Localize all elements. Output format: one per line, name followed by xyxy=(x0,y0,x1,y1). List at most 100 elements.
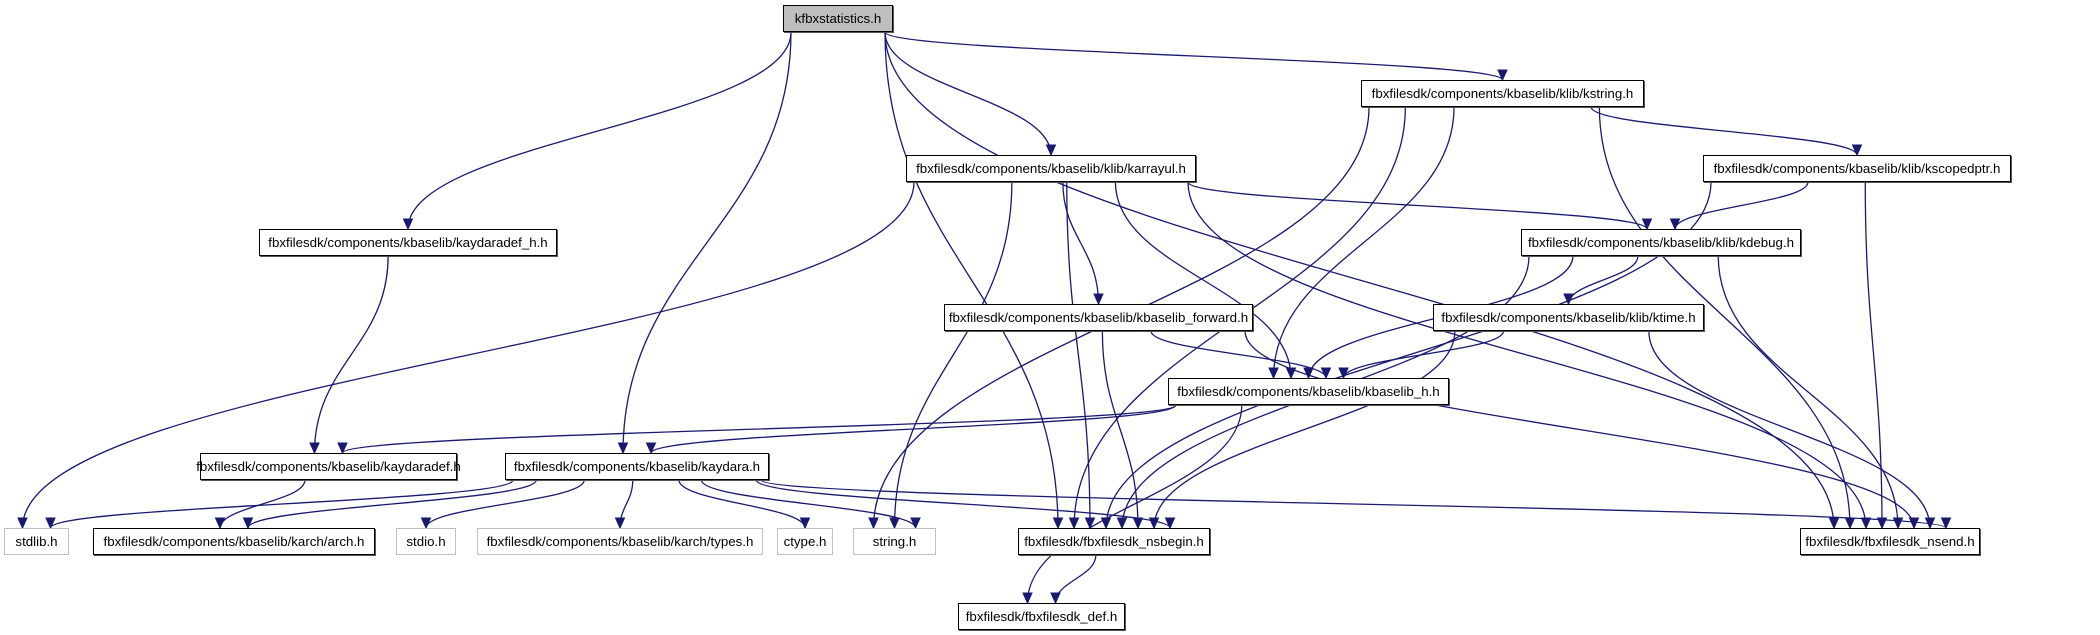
node-label: fbxfilesdk/components/kbaselib/karch/arc… xyxy=(103,534,365,549)
arrowhead-icon xyxy=(242,517,254,530)
arrowhead-icon xyxy=(17,517,28,530)
edge-karrayul-to-kdebug xyxy=(1187,181,1648,230)
edge-kaydara-to-nsbegin xyxy=(755,479,1171,529)
arrowhead-icon xyxy=(1940,517,1952,530)
arrowhead-icon xyxy=(614,517,626,530)
arrowhead-icon xyxy=(1285,367,1297,380)
node-kstring[interactable]: fbxfilesdk/components/kbaselib/klib/kstr… xyxy=(1361,80,1644,107)
arrowhead-icon xyxy=(1497,69,1508,82)
node-kdebug[interactable]: fbxfilesdk/components/kbaselib/klib/kdeb… xyxy=(1521,229,1801,256)
arrowhead-icon xyxy=(309,442,320,455)
edge-kbaselib_h-to-def xyxy=(1026,404,1243,604)
edge-ktime-to-nsbegin xyxy=(1153,330,1456,529)
arrowhead-icon xyxy=(1892,517,1904,530)
arrowhead-icon xyxy=(1022,592,1033,605)
edge-kstring-to-nsend xyxy=(1598,106,1851,529)
arrowhead-icon xyxy=(1320,367,1332,380)
arrowhead-icon xyxy=(1669,218,1681,231)
node-nsbegin[interactable]: fbxfilesdk/fbxfilesdk_nsbegin.h xyxy=(1018,528,1210,555)
edge-kscopedptr-to-kdebug xyxy=(1674,181,1809,230)
node-label: fbxfilesdk/components/kbaselib/klib/kstr… xyxy=(1371,86,1634,101)
edge-karrayul-to-kbaselib_forward xyxy=(1062,181,1100,305)
arrowhead-icon xyxy=(1908,517,1920,530)
arrowhead-icon xyxy=(910,517,921,530)
node-ktime[interactable]: fbxfilesdk/components/kbaselib/klib/ktim… xyxy=(1433,304,1704,331)
edge-kaydara-to-nsend xyxy=(760,479,1947,529)
node-label: fbxfilesdk/fbxfilesdk_def.h xyxy=(965,609,1118,624)
node-label: fbxfilesdk/components/kbaselib/kbaselib_… xyxy=(1177,384,1440,399)
node-kaydara[interactable]: fbxfilesdk/components/kbaselib/kaydara.h xyxy=(505,453,769,480)
arrowhead-icon xyxy=(868,517,879,530)
node-kaydaradef-h[interactable]: fbxfilesdk/components/kbaselib/kaydarade… xyxy=(259,229,557,256)
node-label: ctype.h xyxy=(783,534,827,549)
arrowhead-icon xyxy=(1068,517,1080,530)
node-karrayul[interactable]: fbxfilesdk/components/kbaselib/klib/karr… xyxy=(906,155,1196,182)
edge-kbaselib_forward-to-kbaselib_h xyxy=(1150,330,1327,379)
node-kbaselib-h[interactable]: fbxfilesdk/components/kbaselib/kbaselib_… xyxy=(1168,378,1449,405)
node-label: fbxfilesdk/components/kbaselib/kaydara.h xyxy=(513,459,761,474)
edge-kstring-to-kscopedptr xyxy=(1590,106,1858,156)
edge-kaydara-to-stdio xyxy=(425,479,585,529)
node-kscopedptr[interactable]: fbxfilesdk/components/kbaselib/klib/ksco… xyxy=(1703,155,2011,182)
node-arch[interactable]: fbxfilesdk/components/kbaselib/karch/arc… xyxy=(93,528,375,555)
edge-karrayul-to-kbaselib_h xyxy=(1114,181,1292,379)
node-nsend[interactable]: fbxfilesdk/fbxfilesdk_nsend.h xyxy=(1800,528,1980,555)
node-label: kfbxstatistics.h xyxy=(794,11,882,26)
edge-kstring-to-kbaselib_h xyxy=(1272,106,1455,379)
arrowhead-icon xyxy=(1828,517,1840,530)
node-label: fbxfilesdk/components/kbaselib/kaydarade… xyxy=(196,459,461,474)
arrowhead-icon xyxy=(1338,367,1349,380)
arrowhead-icon xyxy=(799,517,811,530)
arrowhead-icon xyxy=(1844,517,1856,530)
node-label: fbxfilesdk/components/kbaselib/klib/karr… xyxy=(916,161,1186,176)
arrowhead-icon xyxy=(1851,144,1863,157)
edge-root-to-kaydara xyxy=(622,31,792,454)
edge-kaydara-to-string xyxy=(700,479,917,529)
edge-root-to-nsbegin xyxy=(884,31,1059,529)
arrowhead-icon xyxy=(1084,517,1096,530)
arrowhead-icon xyxy=(1052,517,1064,530)
node-def[interactable]: fbxfilesdk/fbxfilesdk_def.h xyxy=(958,603,1125,630)
edge-kaydara-to-arch xyxy=(247,479,537,529)
arrowhead-icon xyxy=(645,442,657,455)
node-label: fbxfilesdk/components/kbaselib/karch/typ… xyxy=(486,534,754,549)
arrowhead-icon xyxy=(214,517,226,530)
node-label: fbxfilesdk/fbxfilesdk_nsend.h xyxy=(1805,534,1975,549)
edge-karrayul-to-nsbegin xyxy=(1066,181,1091,529)
node-label: string.h xyxy=(872,534,917,549)
arrowhead-icon xyxy=(1116,517,1128,530)
node-kbaselib-forward[interactable]: fbxfilesdk/components/kbaselib/kbaselib_… xyxy=(944,304,1253,331)
edge-kscopedptr-to-nsend xyxy=(1864,181,1883,529)
edge-kaydara-to-ctype xyxy=(678,479,806,529)
arrowhead-icon xyxy=(402,218,414,231)
node-string: string.h xyxy=(853,528,936,555)
arrowhead-icon xyxy=(1148,517,1160,530)
edge-karrayul-to-nsend xyxy=(1187,181,1867,529)
arrowhead-icon xyxy=(617,442,629,455)
node-label: fbxfilesdk/components/kbaselib/kbaselib_… xyxy=(948,310,1249,325)
edge-kbaselib_h-to-kaydaradef xyxy=(341,404,1177,454)
edge-nsbegin-to-def xyxy=(1054,554,1097,604)
edge-kdebug-to-nsend xyxy=(1717,255,1899,529)
edge-ktime-to-kbaselib_h xyxy=(1342,330,1505,379)
arrowhead-icon xyxy=(1132,517,1144,530)
arrowhead-icon xyxy=(1050,592,1061,605)
arrowhead-icon xyxy=(1164,517,1176,530)
arrowhead-icon xyxy=(1045,144,1057,157)
arrowhead-icon xyxy=(1641,218,1653,231)
edge-kbaselib_forward-to-nsend xyxy=(1244,330,1915,529)
edge-kaydaradef_h-to-kaydaradef xyxy=(313,255,389,454)
node-kaydaradef[interactable]: fbxfilesdk/components/kbaselib/kaydarade… xyxy=(196,453,461,480)
arrowhead-icon xyxy=(1303,367,1314,380)
node-stdlib: stdlib.h xyxy=(4,528,69,555)
arrowhead-icon xyxy=(1093,293,1104,306)
arrowhead-icon xyxy=(1268,367,1279,380)
node-label: fbxfilesdk/components/kbaselib/klib/ktim… xyxy=(1441,310,1696,325)
node-label: stdlib.h xyxy=(15,534,58,549)
edge-root-to-kaydaradef_h xyxy=(407,31,792,230)
edge-root-to-karrayul xyxy=(884,31,1052,156)
node-label: fbxfilesdk/components/kbaselib/kaydarade… xyxy=(268,235,548,250)
arrowhead-icon xyxy=(45,517,56,530)
edge-root-to-kstring xyxy=(884,31,1504,81)
node-root[interactable]: kfbxstatistics.h xyxy=(783,5,893,32)
